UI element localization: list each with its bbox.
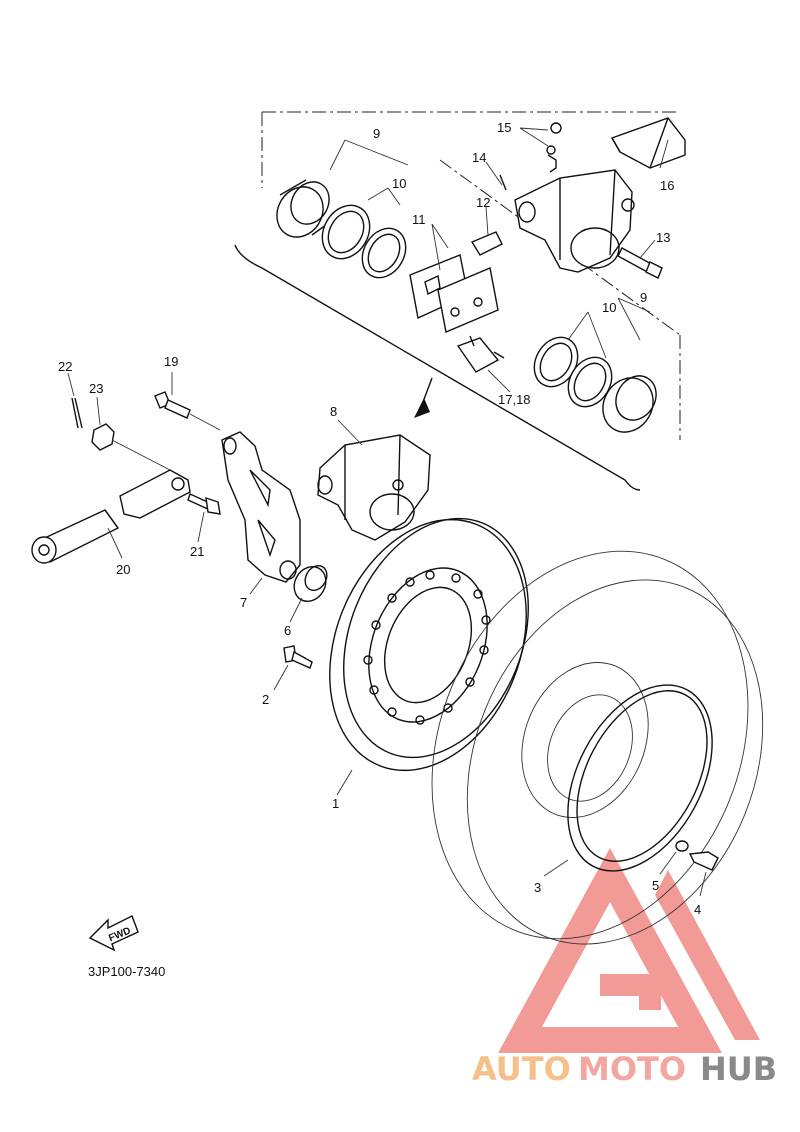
callout-8: 8 <box>330 404 337 419</box>
callout-2: 2 <box>262 692 269 707</box>
bolt-4 <box>688 851 719 871</box>
callout-20: 20 <box>116 562 130 577</box>
callout-10-upper: 10 <box>392 176 406 191</box>
callout-23: 23 <box>89 381 103 396</box>
bolt-21 <box>187 493 221 515</box>
watermark-text: AUTO MOTO HUB <box>472 1050 777 1088</box>
callout-9-upper: 9 <box>373 126 380 141</box>
callout-17-18: 17,18 <box>498 392 531 407</box>
torque-rod <box>31 469 191 564</box>
disc-holes <box>363 570 491 725</box>
callout-21: 21 <box>190 544 204 559</box>
bolt-2 <box>283 645 313 669</box>
part-code: 3JP100-7340 <box>88 964 165 979</box>
pad-spring <box>456 335 505 373</box>
assembly-arrow <box>414 377 433 418</box>
callout-5: 5 <box>652 878 659 893</box>
watermark-text-moto: MOTO <box>578 1050 686 1088</box>
caliper-cover <box>610 117 686 169</box>
seal-lower <box>533 336 613 408</box>
callout-15: 15 <box>497 120 511 135</box>
wheel-outline <box>431 550 764 945</box>
caliper-bracket <box>221 431 301 583</box>
brake-disc <box>329 517 529 772</box>
ring-3 <box>567 684 713 872</box>
callout-19: 19 <box>164 354 178 369</box>
callout-22: 22 <box>58 359 72 374</box>
nut-23 <box>91 423 171 471</box>
bolt-13 <box>617 247 663 279</box>
seal-upper <box>321 204 407 279</box>
caliper-body-exploded <box>514 122 635 273</box>
callout-4: 4 <box>694 902 701 917</box>
caliper-assembled <box>317 434 431 541</box>
callout-12: 12 <box>476 195 490 210</box>
piston-lower <box>602 375 657 433</box>
watermark-logo <box>498 847 760 1053</box>
bolt-19 <box>154 391 221 431</box>
exploded-group-outline <box>234 111 681 491</box>
callout-9-lower: 9 <box>640 290 647 305</box>
callout-11: 11 <box>412 212 426 227</box>
callout-16: 16 <box>660 178 674 193</box>
callout-6: 6 <box>284 623 291 638</box>
cotter-pin <box>71 397 83 429</box>
piston-upper <box>276 179 331 238</box>
callout-13: 13 <box>656 230 670 245</box>
callout-7: 7 <box>240 595 247 610</box>
fwd-arrow-icon: FWD <box>88 915 139 952</box>
callout-14: 14 <box>472 150 486 165</box>
callout-1: 1 <box>332 796 339 811</box>
washer-5 <box>675 840 689 852</box>
pad-clips <box>470 174 507 256</box>
callout-10-lower: 10 <box>602 300 616 315</box>
watermark-text-auto: AUTO <box>472 1050 571 1088</box>
callout-3: 3 <box>534 880 541 895</box>
callout-labels: 1 2 3 4 5 6 7 8 9 9 10 10 11 12 13 14 15… <box>58 120 701 917</box>
leader-lines <box>67 127 707 897</box>
brake-pads <box>409 254 499 333</box>
watermark-text-hub: HUB <box>700 1050 777 1088</box>
